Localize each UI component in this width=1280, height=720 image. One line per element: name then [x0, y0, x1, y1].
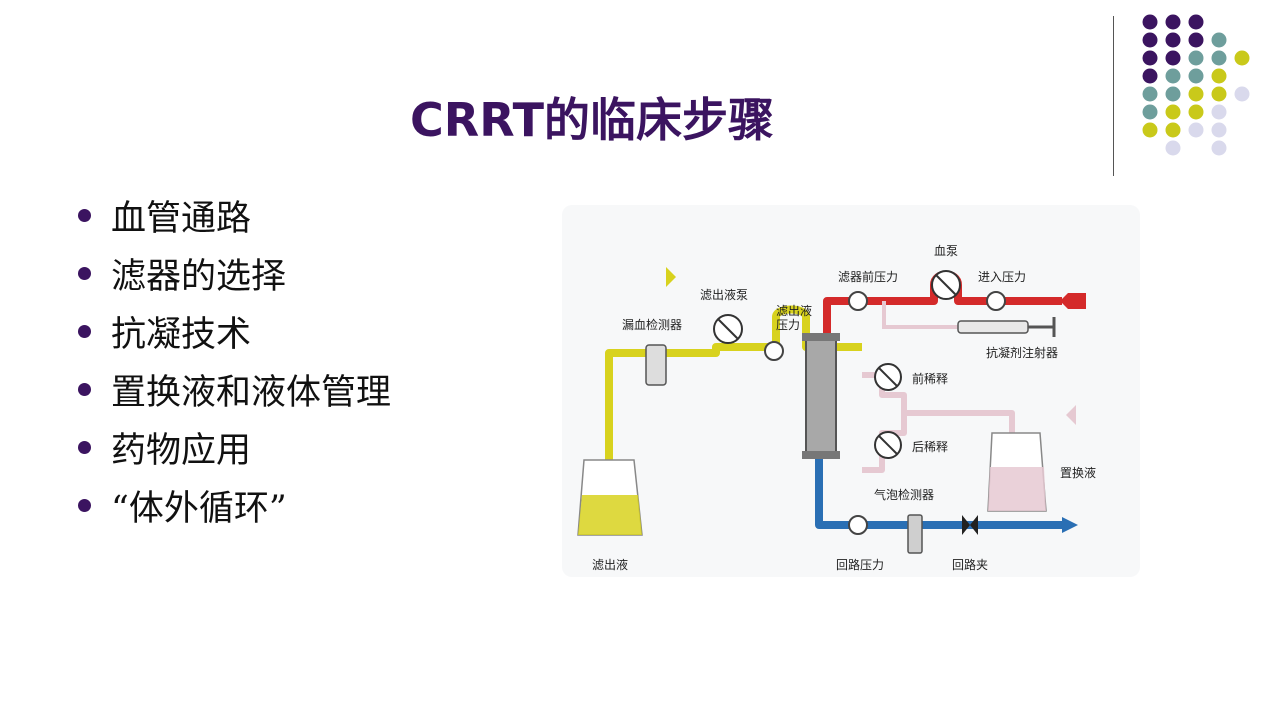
decorative-dot — [1142, 122, 1158, 138]
label-effluent-bag: 滤出液 — [592, 557, 628, 572]
decorative-dot — [1165, 140, 1181, 156]
effluent-out-arrow-icon — [666, 267, 676, 287]
effluent-line — [605, 305, 862, 460]
replacement-in-arrow-icon — [1066, 405, 1076, 425]
label-anticoag-syringe: 抗凝剂注射器 — [986, 345, 1058, 360]
prefilter-pressure-gauge — [848, 291, 868, 311]
label-prefilter-pressure: 滤器前压力 — [838, 269, 898, 284]
filter-cap-top — [802, 333, 840, 341]
decorative-dot — [1188, 104, 1204, 120]
venous-line — [815, 453, 1062, 529]
slide-title: CRRT的临床步骤 — [410, 93, 774, 147]
return-pressure-gauge — [848, 515, 868, 535]
bullet-dot-icon — [78, 324, 91, 338]
return-clamp-icon — [962, 515, 978, 535]
decorative-dot — [1234, 50, 1250, 66]
label-effluent-pressure: 滤出液压力 — [776, 303, 812, 332]
label-return-pressure: 回路压力 — [836, 557, 884, 572]
decorative-dot — [1188, 122, 1204, 138]
bullet-item: 抗凝技术 — [78, 302, 391, 360]
crrt-circuit-diagram: 漏血检测器 滤出液泵 滤出液压力 滤器前压力 血泵 进入压力 抗凝剂注射器 前稀… — [577, 244, 1096, 572]
label-blood-leak-detector: 漏血检测器 — [622, 317, 682, 332]
access-pressure-gauge — [986, 291, 1006, 311]
anticoag-syringe-icon — [957, 320, 1029, 334]
bullet-list: 血管通路 滤器的选择 抗凝技术 置换液和液体管理 药物应用 “体外循环” — [78, 186, 391, 534]
replacement-bag-fluid — [988, 467, 1046, 511]
decorative-dot — [1234, 86, 1250, 102]
decorative-dot — [1188, 14, 1204, 30]
bullet-item: “体外循环” — [78, 476, 391, 534]
decorative-dot — [1142, 68, 1158, 84]
label-predilution: 前稀释 — [912, 371, 948, 386]
decorative-dot — [1188, 32, 1204, 48]
bullet-dot-icon — [78, 440, 91, 454]
decorative-dot — [1211, 140, 1227, 156]
decorative-dot — [1211, 104, 1227, 120]
decorative-dot — [1165, 14, 1181, 30]
decorative-dot — [1211, 50, 1227, 66]
predilution-pump-rotor — [878, 367, 898, 387]
bullet-text: 滤器的选择 — [111, 256, 287, 297]
bullet-item: 置换液和液体管理 — [78, 360, 391, 418]
bullet-dot-icon — [78, 498, 91, 512]
bullet-dot-icon — [78, 266, 91, 280]
decorative-dot — [1188, 68, 1204, 84]
decorative-dot — [1211, 86, 1227, 102]
blood-leak-detector-icon — [645, 344, 667, 386]
label-replacement-fluid: 置换液 — [1060, 465, 1096, 480]
decorative-dot — [1165, 50, 1181, 66]
bullet-dot-icon — [78, 382, 91, 396]
hemofilter — [805, 336, 837, 456]
label-access-pressure: 进入压力 — [978, 270, 1026, 284]
anticoag-line — [882, 301, 962, 329]
header-divider — [1113, 16, 1114, 176]
decorative-dot — [1165, 86, 1181, 102]
decorative-dot — [1142, 104, 1158, 120]
arterial-in-arrow-icon — [1060, 293, 1086, 309]
bullet-text: 抗凝技术 — [111, 314, 252, 355]
blood-pump-rotor — [935, 274, 957, 296]
bullet-text: “体外循环” — [111, 488, 287, 529]
air-detector-icon — [907, 514, 923, 554]
filter-cap-bottom — [802, 451, 840, 459]
decorative-dot — [1211, 68, 1227, 84]
bullet-dot-icon — [78, 208, 91, 222]
decorative-dot — [1165, 122, 1181, 138]
bullet-item: 血管通路 — [78, 186, 391, 244]
decorative-dot — [1211, 122, 1227, 138]
decorative-dot — [1165, 104, 1181, 120]
bullet-text: 药物应用 — [111, 430, 252, 471]
decorative-dot — [1142, 14, 1158, 30]
effluent-pressure-gauge — [764, 341, 784, 361]
bullet-item: 药物应用 — [78, 418, 391, 476]
decorative-dot — [1165, 32, 1181, 48]
effluent-bag-fluid — [578, 495, 642, 535]
decorative-dot-grid — [1142, 14, 1250, 156]
label-blood-pump: 血泵 — [934, 244, 958, 258]
decorative-dot — [1142, 86, 1158, 102]
bullet-item: 滤器的选择 — [78, 244, 391, 302]
venous-out-arrow-icon — [1062, 517, 1078, 533]
decorative-dot — [1188, 50, 1204, 66]
decorative-dot — [1142, 50, 1158, 66]
decorative-dot — [1165, 68, 1181, 84]
label-return-clamp: 回路夹 — [952, 557, 988, 572]
decorative-dot — [1142, 32, 1158, 48]
diagram-panel — [562, 205, 1140, 577]
bullet-text: 置换液和液体管理 — [111, 372, 392, 413]
effluent-pump-rotor — [717, 318, 739, 340]
decorative-dot — [1211, 32, 1227, 48]
postdilution-pump-rotor — [878, 435, 898, 455]
decorative-dot — [1188, 86, 1204, 102]
label-air-detector: 气泡检测器 — [874, 487, 934, 502]
label-effluent-pump: 滤出液泵 — [700, 287, 748, 302]
bullet-text: 血管通路 — [111, 198, 252, 239]
label-postdilution: 后稀释 — [912, 440, 948, 454]
